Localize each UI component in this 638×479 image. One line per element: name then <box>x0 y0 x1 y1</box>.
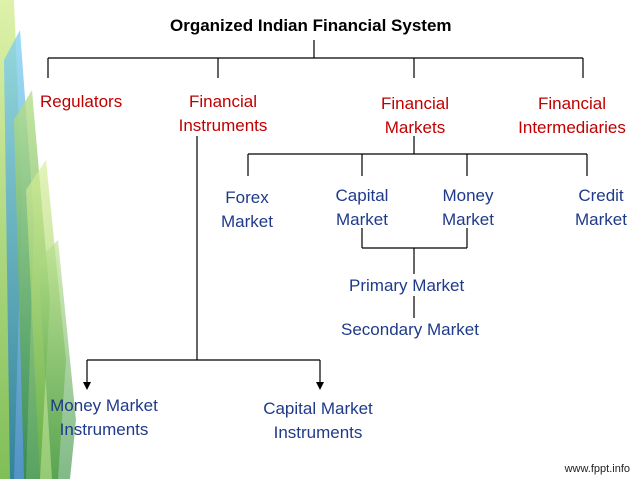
node-line: Market <box>221 212 273 231</box>
node-secondary-market: Secondary Market <box>341 320 479 339</box>
node-line: Financial <box>188 92 258 111</box>
node-forex-market: Forex Market <box>212 186 282 234</box>
node-money-market: Money Market <box>432 184 504 232</box>
node-line: Market <box>336 210 388 229</box>
node-line: Market <box>442 210 494 229</box>
diagram-title: Organized Indian Financial System <box>170 16 452 35</box>
node-credit-market: Credit Market <box>566 184 636 232</box>
node-primary-market: Primary Market <box>349 276 465 295</box>
node-line: Markets <box>384 118 446 137</box>
node-line: Forex <box>225 188 269 207</box>
node-capital-market-instruments: Capital Market Instruments <box>254 397 382 445</box>
node-line: Credit <box>578 186 624 205</box>
node-line: Instruments <box>178 116 268 135</box>
node-line: Financial <box>537 94 607 113</box>
node-line: Capital <box>335 186 389 205</box>
decorative-stripes <box>0 0 76 479</box>
node-financial-instruments: Financial Instruments <box>168 90 278 138</box>
node-line: Money Market <box>50 396 158 415</box>
node-line: Intermediaries <box>518 118 626 137</box>
node-line: Money <box>442 186 494 205</box>
node-line: Market <box>575 210 627 229</box>
node-financial-markets: Financial Markets <box>362 92 468 140</box>
node-line: Financial <box>380 94 450 113</box>
node-money-market-instruments: Money Market Instruments <box>42 394 166 442</box>
node-regulators: Regulators <box>40 92 123 111</box>
node-capital-market: Capital Market <box>326 184 398 232</box>
node-line: Capital Market <box>263 399 373 418</box>
node-line: Instruments <box>59 420 149 439</box>
watermark: www.fppt.info <box>564 463 630 475</box>
node-line: Instruments <box>273 423 363 442</box>
node-financial-intermediaries: Financial Intermediaries <box>510 92 634 140</box>
